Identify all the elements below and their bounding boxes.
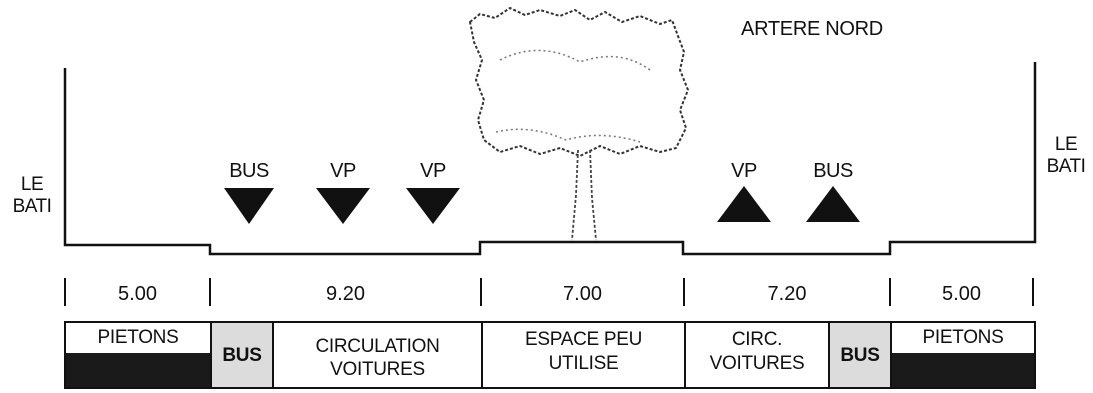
right-label-line1: LE — [1054, 134, 1078, 155]
width-dimension: 9.20 — [326, 283, 365, 305]
zone-label: BUS — [222, 345, 262, 366]
lane-marker-label: VP — [731, 160, 757, 182]
lane-arrow-down-icon — [316, 188, 370, 224]
lane-marker-label: VP — [330, 160, 356, 182]
lane-arrow-down-icon — [406, 188, 460, 224]
zone-circulation-voitures: CIRCULATION VOITURES — [272, 321, 483, 389]
lane-arrow-down-icon — [224, 188, 274, 224]
zone-label-line1: ESPACE PEU — [524, 329, 643, 350]
diagram-title: ARTERE NORD — [741, 18, 883, 40]
width-dimension: 5.00 — [118, 283, 157, 305]
zone-bus-left: BUS — [210, 321, 274, 389]
left-label-line1: LE — [20, 174, 44, 195]
zone-label-line2: VOITURES — [330, 359, 425, 380]
dimension-ticks — [64, 278, 1034, 306]
left-label-line2: BATI — [12, 196, 52, 217]
right-label-line2: BATI — [1046, 156, 1086, 177]
pavement-fill — [66, 353, 210, 387]
zone-label-line1: CIRCULATION — [315, 336, 440, 357]
street-profile-line — [63, 62, 1037, 256]
right-building-label: LE BATI — [1038, 134, 1093, 178]
left-building-label: LE BATI — [2, 174, 62, 218]
width-dimension: 5.00 — [942, 283, 981, 305]
zone-pietons-left: PIETONS — [64, 321, 212, 389]
zone-label-line2: UTILISE — [548, 353, 619, 374]
zone-label: PIETONS — [922, 327, 1004, 348]
zone-espace-peu-utilise: ESPACE PEU UTILISE — [481, 321, 686, 389]
zone-label: BUS — [840, 345, 880, 366]
width-dimension: 7.20 — [767, 283, 807, 305]
zone-pietons-right: PIETONS — [890, 321, 1036, 389]
zone-bus-right: BUS — [828, 321, 892, 389]
zone-label-line1: CIRC. — [731, 329, 783, 350]
zone-circ-voitures: CIRC. VOITURES — [684, 321, 830, 389]
tree-icon — [468, 6, 690, 241]
zone-label: PIETONS — [97, 327, 179, 348]
lane-arrow-up-icon — [717, 186, 771, 222]
zone-label-line2: VOITURES — [709, 353, 805, 374]
lane-marker-label: BUS — [813, 160, 853, 182]
lane-marker-label: BUS — [229, 160, 269, 182]
lane-arrow-up-icon — [806, 186, 860, 222]
pavement-fill — [892, 353, 1034, 387]
width-dimension: 7.00 — [563, 283, 602, 305]
lane-marker-label: VP — [420, 160, 446, 182]
